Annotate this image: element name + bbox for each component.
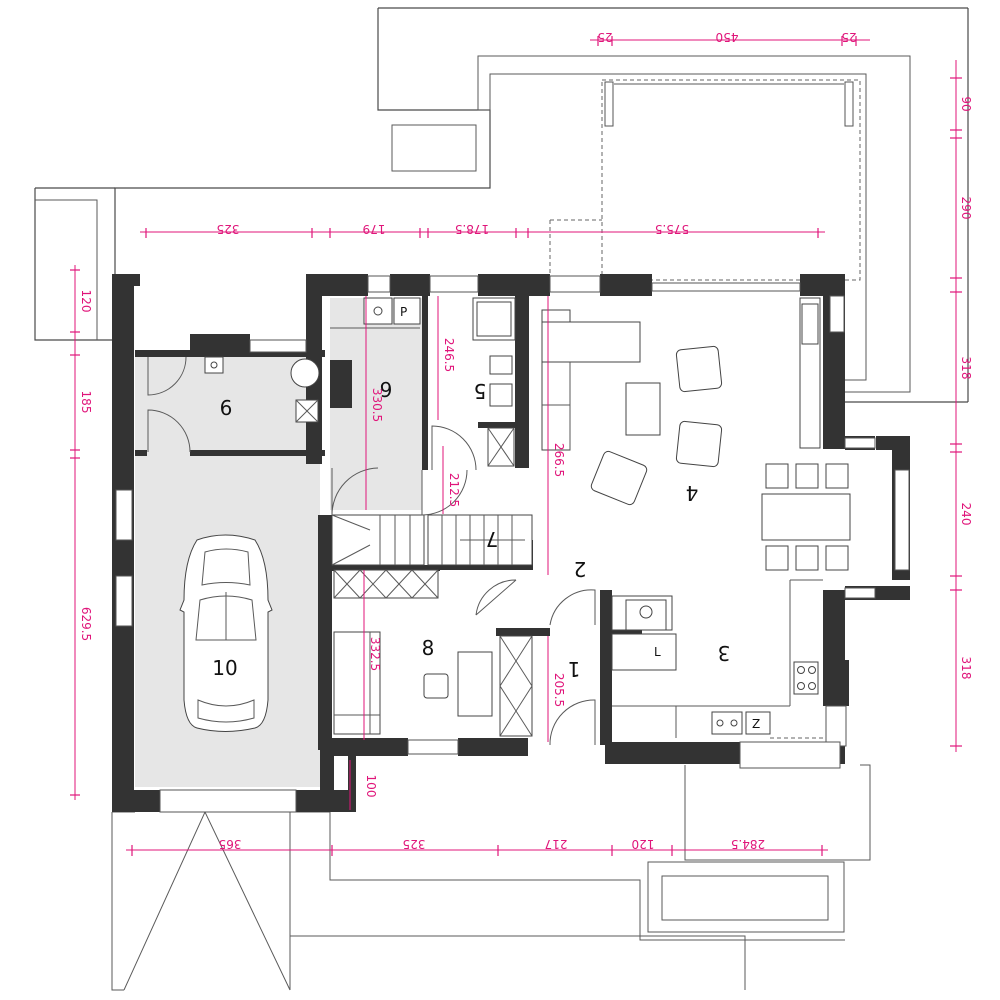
dim-bottom-3: 217: [545, 837, 568, 851]
dining-set: [761, 463, 851, 571]
dim-bottom-1: 365: [219, 837, 242, 851]
dim-right-2: 290: [959, 197, 973, 220]
armchair: [590, 450, 648, 506]
desk: [457, 651, 493, 717]
room-3-label: 3: [718, 641, 731, 665]
furniture: P: [179, 297, 851, 739]
dim-int-4: 212.5: [447, 473, 461, 507]
room-8-label: 8: [422, 636, 435, 660]
cooktop: [793, 661, 819, 695]
dim-bottom-2: 325: [403, 837, 426, 851]
desk-chair: [423, 673, 449, 699]
armchair: [675, 345, 723, 393]
armchair: [675, 420, 723, 468]
dim-left-1: 120: [79, 290, 93, 313]
room-5-label: 5: [474, 379, 487, 403]
room-2-label: 2: [574, 557, 587, 581]
dim-right-5: 318: [959, 657, 973, 680]
dim-int-1: 330.5: [370, 388, 384, 422]
room-10-label: 10: [212, 656, 237, 680]
room-6-label: 6: [380, 377, 393, 401]
room-7-label: 7: [486, 527, 499, 551]
skylight-bottom: [661, 875, 829, 921]
toilet: [489, 383, 513, 407]
stove-label: Z: [752, 717, 760, 731]
dim-terrace-3: 25: [841, 30, 856, 44]
kitchen: L Z: [611, 579, 826, 739]
dim-int-3: 266.5: [552, 443, 566, 477]
wardrobe: [333, 569, 439, 599]
dimension-lines: [70, 36, 962, 856]
dim-right-4: 240: [959, 503, 973, 526]
dim-left-2: 185: [79, 391, 93, 414]
doors: [147, 356, 596, 746]
room-1-label: 1: [568, 657, 581, 681]
sofa: [541, 309, 641, 451]
fridge: [611, 633, 677, 671]
coffee-table: [625, 382, 661, 436]
staircase: [331, 514, 533, 566]
dim-top-1: 325: [217, 222, 240, 236]
room-numbers: 1 2 3 4 5 6 7 8 9 10: [212, 377, 730, 681]
room-4-label: 4: [686, 481, 699, 505]
fridge-label: L: [654, 645, 661, 659]
sink-wc: [489, 355, 513, 375]
skylight-top: [391, 124, 477, 172]
dim-top-2: 179: [363, 222, 386, 236]
dim-bottom-5: 284.5: [731, 837, 765, 851]
boiler: [290, 358, 320, 388]
dim-right-1: 90: [959, 96, 973, 111]
dim-top-3: 178.5: [455, 222, 489, 236]
stove: [745, 711, 771, 735]
closet: [499, 635, 533, 737]
dimension-labels: 325 179 178.5 575.5 25 450 25 365 325 21…: [79, 30, 973, 851]
dim-bottom-4: 120: [632, 837, 655, 851]
dim-int-7: 100: [364, 775, 378, 798]
room-9-label: 9: [220, 395, 233, 419]
dim-terrace-1: 25: [597, 30, 612, 44]
dim-left-3: 629.5: [79, 607, 93, 641]
washer: [393, 297, 421, 325]
dim-top-4: 575.5: [655, 222, 689, 236]
dim-right-3: 318: [959, 357, 973, 380]
sofa-bed: [333, 631, 381, 735]
car: [179, 534, 273, 732]
windows: [115, 275, 910, 813]
dim-int-5: 332.5: [368, 637, 382, 671]
dim-int-6: 205.5: [552, 673, 566, 707]
washer-label: P: [400, 305, 407, 319]
dim-terrace-2: 450: [716, 30, 739, 44]
dim-int-2: 246.5: [442, 338, 456, 372]
kitchen-sink: [711, 711, 743, 735]
